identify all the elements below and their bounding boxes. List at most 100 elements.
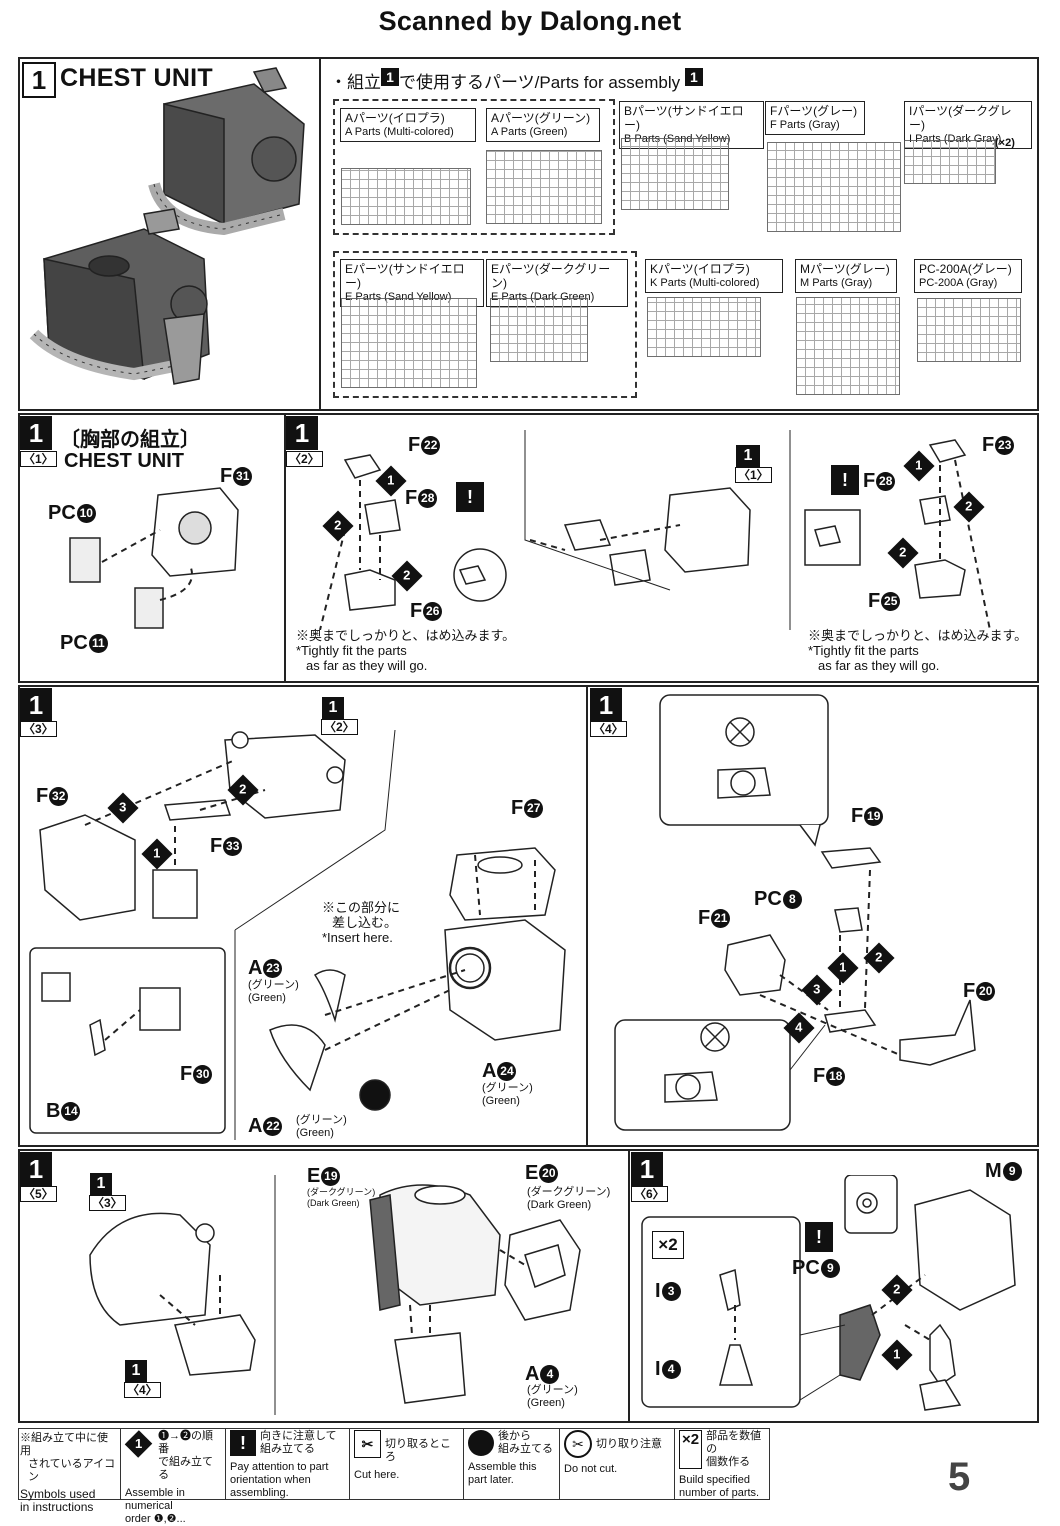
runner-e-darkgreen xyxy=(490,298,588,362)
step-1-2-diagram xyxy=(319,430,991,630)
part-jp: Aパーツ(イロプラ) xyxy=(345,111,445,125)
a-parts-group xyxy=(333,99,615,235)
step-1-6-panel xyxy=(628,1149,1039,1423)
note-en: *Tightly fit the parts xyxy=(808,643,919,658)
part-jp: Fパーツ(グレー) xyxy=(770,104,858,118)
part-en: F Parts (Gray) xyxy=(770,119,840,131)
section-title: CHEST UNIT xyxy=(60,64,213,92)
legend-heading-en: Symbols used xyxy=(20,1487,96,1501)
step-number: 1 xyxy=(20,688,52,722)
part-jp: Mパーツ(グレー) xyxy=(800,262,890,276)
runner-k-multi xyxy=(647,297,761,357)
runner-m-gray xyxy=(796,297,900,395)
part-jp: Aパーツ(グリーン) xyxy=(491,111,591,125)
step-1-5-diagram xyxy=(89,1175,581,1415)
order-icon: 1 xyxy=(124,1430,153,1458)
legend-do-not-cut: ✂ 切り取り注意 Do not cut. xyxy=(559,1428,674,1500)
legend-cut-here: ✂ 切り取るところ Cut here. xyxy=(349,1428,463,1500)
step-ref-sub: 〈3〉 xyxy=(89,1195,126,1211)
chest-unit-front-view xyxy=(29,208,210,385)
step-title-en: CHEST UNIT xyxy=(64,450,184,472)
runner-b-sand xyxy=(621,138,729,210)
attention-icon: ! xyxy=(831,465,859,495)
part-en: A Parts (Green) xyxy=(491,126,568,138)
assemble-later-icon xyxy=(468,1430,494,1456)
i-parts-quantity: (×2) xyxy=(995,137,1015,149)
a23-color: (グリーン)(Green) xyxy=(248,979,299,1004)
part-label-a-multi: Aパーツ(イロプラ)A Parts (Multi-colored) xyxy=(340,108,476,142)
step-1-4-diagram xyxy=(614,694,976,1131)
runner-e-sand xyxy=(341,298,477,388)
step-1-4-panel xyxy=(586,685,1039,1147)
x2-badge: ×2 xyxy=(652,1231,684,1259)
step-number: 1 xyxy=(286,416,318,450)
parts-heading-text: で使用するパーツ/Parts for assembly xyxy=(399,73,681,92)
legend-heading-jp: されているアイコン xyxy=(28,1458,116,1483)
note-en: as far as they will go. xyxy=(818,658,940,673)
legend-bar xyxy=(18,1428,770,1500)
step-ref-icon: 1 xyxy=(322,697,344,719)
a4-color: (グリーン)(Green) xyxy=(527,1384,578,1409)
part-label-k-multi: Kパーツ(イロプラ)K Parts (Multi-colored) xyxy=(645,259,783,293)
runner-pc200a xyxy=(917,298,1021,362)
legend-heading: ※組み立て中に使用 されているアイコン Symbols used in inst… xyxy=(20,1432,116,1514)
part-en: K Parts (Multi-colored) xyxy=(650,277,760,289)
step-title-jp: 〔胸部の組立〕 xyxy=(60,429,200,451)
part-label-m-gray: Mパーツ(グレー)M Parts (Gray) xyxy=(795,259,897,293)
part-jp: Eパーツ(サンドイエロー) xyxy=(345,262,465,290)
a24-color: (グリーン)(Green) xyxy=(482,1082,533,1107)
note-en: as far as they will go. xyxy=(306,658,428,673)
note-en: *Tightly fit the parts xyxy=(296,643,407,658)
step-number-icon: 1 xyxy=(684,68,703,86)
runner-a-multi xyxy=(341,168,471,225)
step-ref-icon: 1 xyxy=(125,1360,147,1382)
attention-icon: ! xyxy=(230,1430,256,1456)
step-number: 1 xyxy=(631,1152,663,1186)
part-en: PC-200A (Gray) xyxy=(919,277,998,289)
do-not-cut-icon: ✂ xyxy=(564,1430,592,1458)
fit-note-left: ※奥までしっかりと、はめ込みます。 *Tightly fit the parts… xyxy=(296,628,515,673)
insert-note: ※この部分に 差し込む。 *Insert here. xyxy=(322,900,401,945)
substep-label: 〈6〉 xyxy=(631,1186,668,1202)
legend-heading-jp: ※組み立て中に使用 xyxy=(20,1432,108,1457)
part-en: M Parts (Gray) xyxy=(800,277,873,289)
substep-label: 〈2〉 xyxy=(286,451,323,467)
step-ref-icon: 1 xyxy=(736,445,760,467)
step-1-6-diagram xyxy=(641,1175,1016,1411)
step-number: 1 xyxy=(20,416,52,450)
runner-a-green xyxy=(486,150,602,224)
part-label-a-green: Aパーツ(グリーン)A Parts (Green) xyxy=(486,108,600,142)
step-1-3-diagram xyxy=(29,730,566,1140)
step-ref-sub: 〈1〉 xyxy=(735,467,772,483)
fit-note-right: ※奥までしっかりと、はめ込みます。 *Tightly fit the parts… xyxy=(808,628,1027,673)
part-jp: Bパーツ(サンドイエロー) xyxy=(624,104,744,132)
parts-for-assembly-panel xyxy=(319,57,1039,411)
substep-label: 〈4〉 xyxy=(590,721,627,737)
step-number-icon: 1 xyxy=(381,68,399,86)
page-header-title: Scanned by Dalong.net xyxy=(378,6,682,36)
part-jp: Iパーツ(ダークグレー) xyxy=(909,104,1012,132)
legend-heading-en: in instructions xyxy=(20,1500,94,1514)
